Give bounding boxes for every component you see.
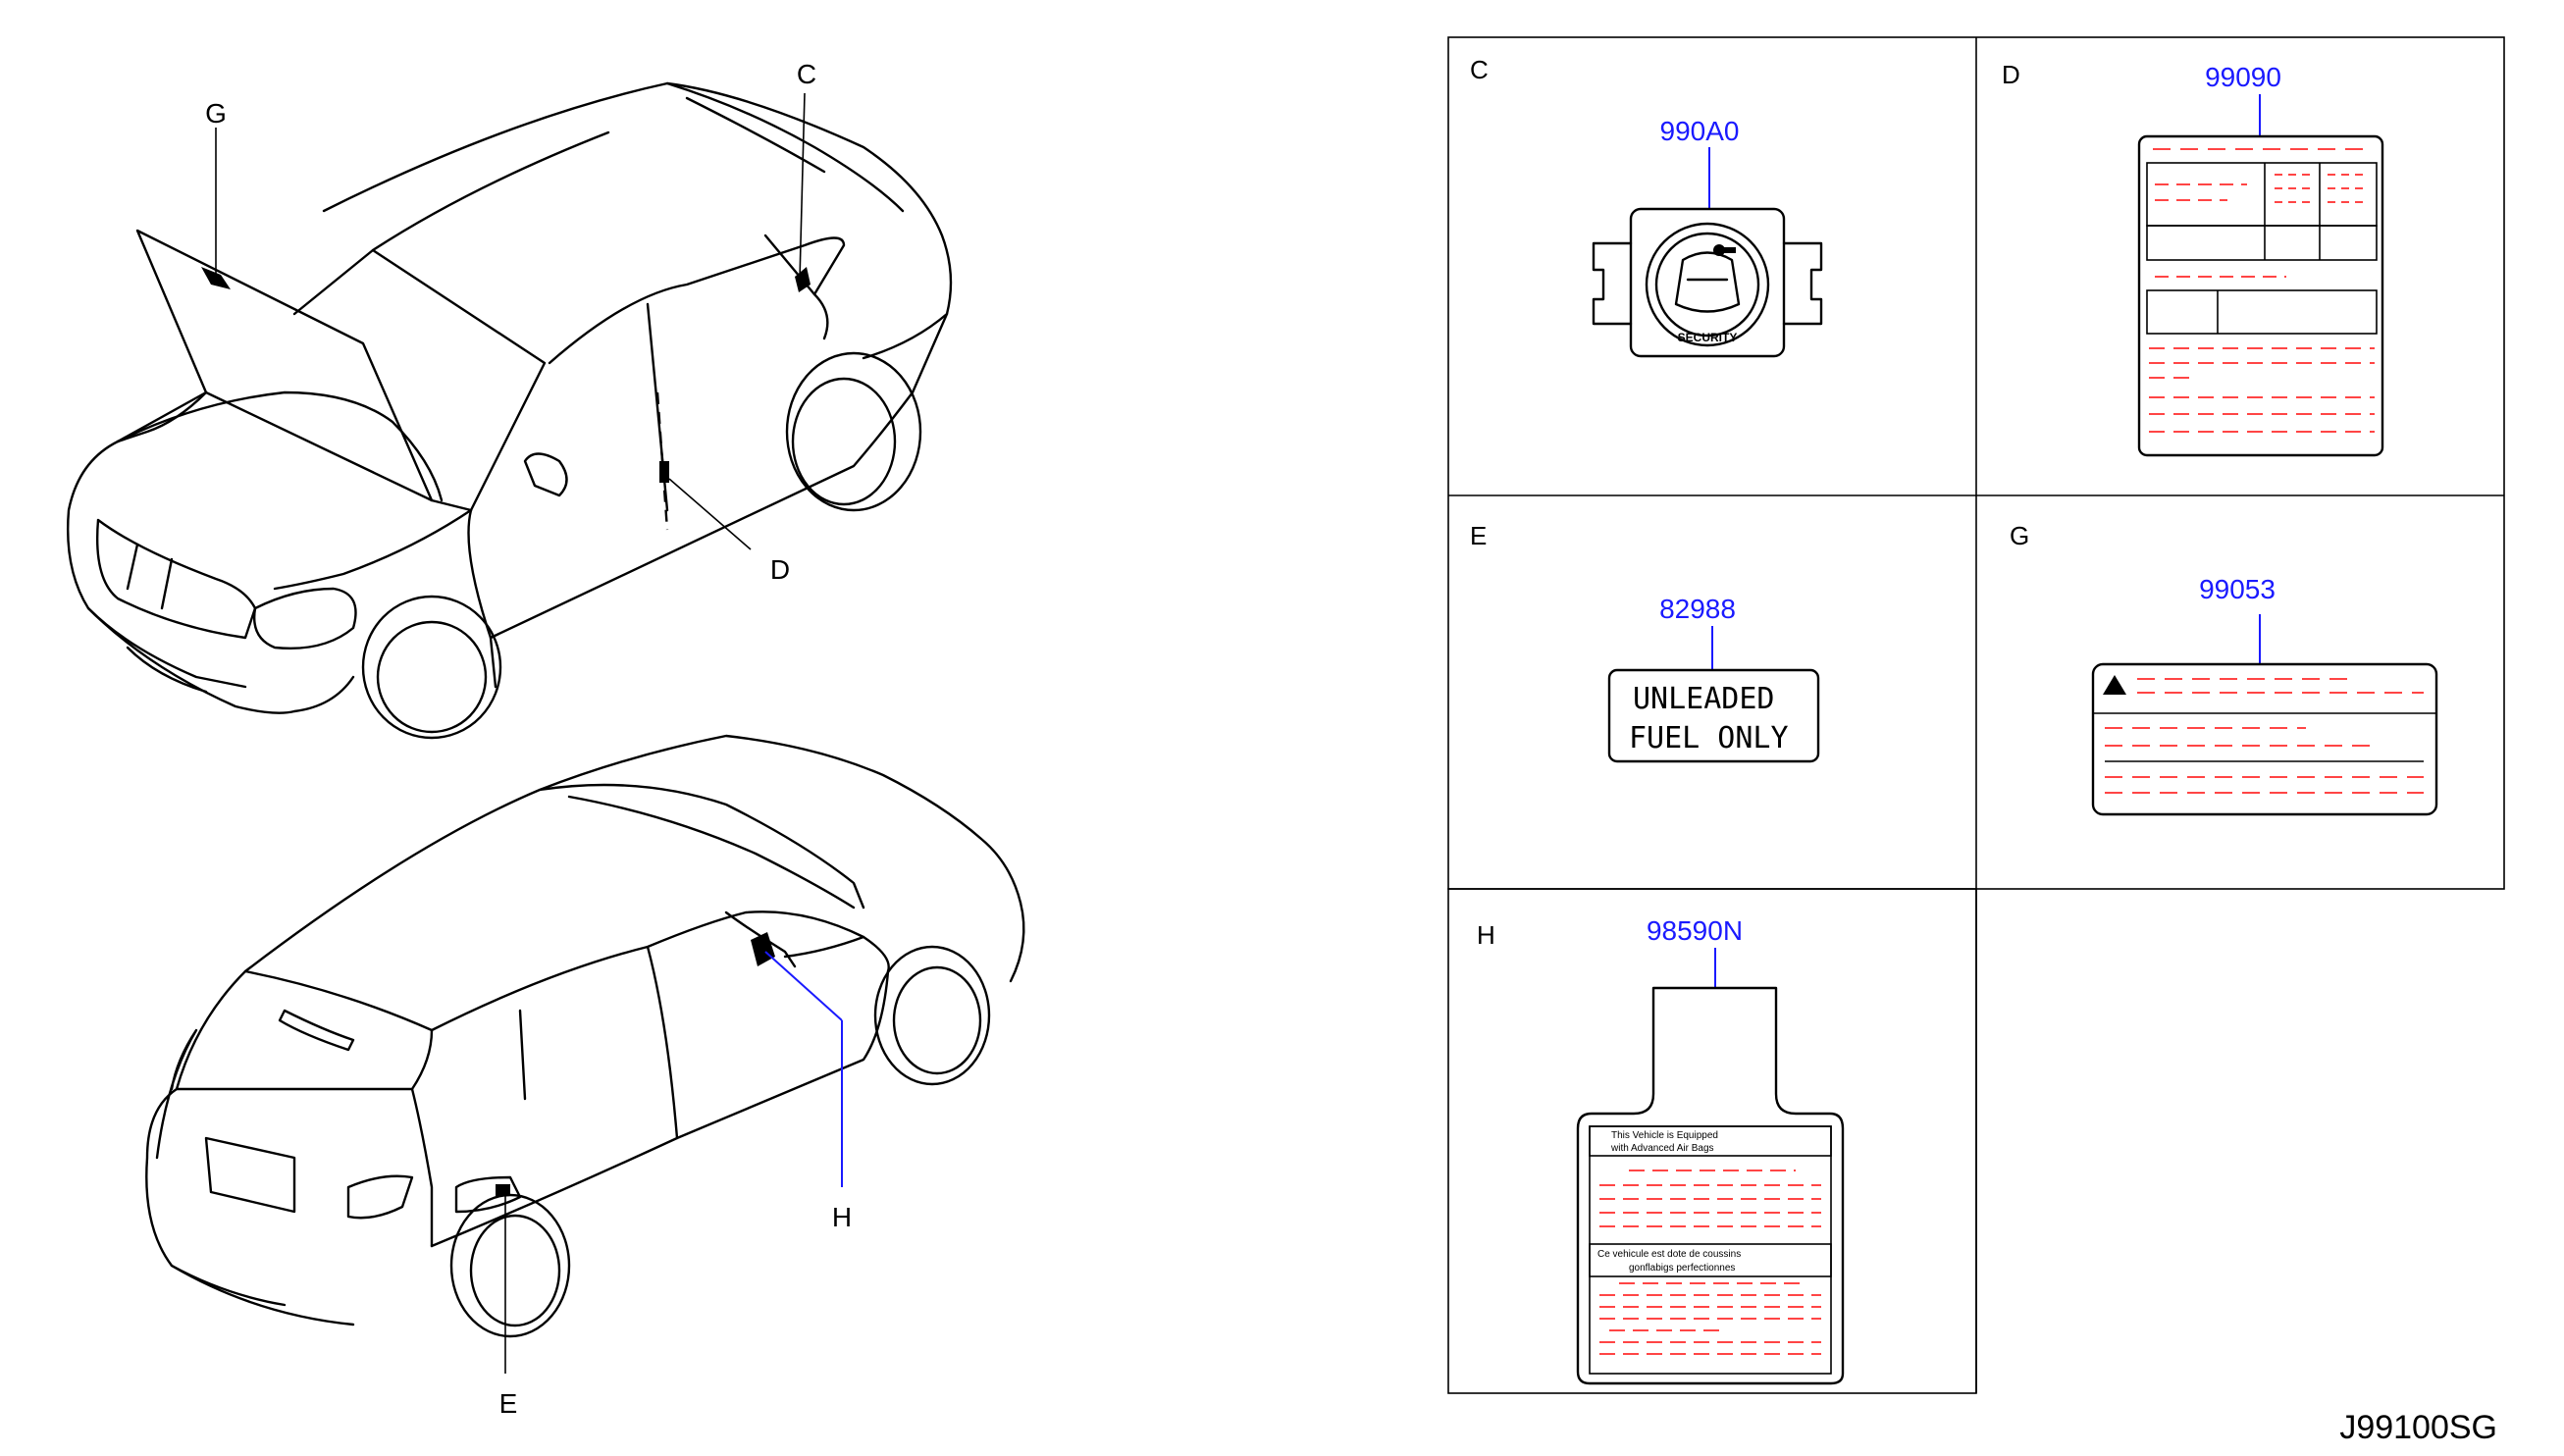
label-marker-e [496,1184,510,1196]
warning-triangle-icon [2103,675,2126,695]
panel-d-part-number: 99090 [2205,62,2281,92]
diagram-code: J99100SG [2339,1409,2497,1446]
panel-g: G 99053 [2010,521,2438,816]
label-marker-c [795,267,811,292]
fuel-label-line1: UNLEADED [1633,682,1775,716]
security-label: SECURITY [1592,207,1823,358]
label-marker-h [751,932,775,966]
panel-c: C 990A0 SECURITY [1470,55,1823,358]
airbag-en-line2: with Advanced Air Bags [1610,1143,1714,1154]
caution-label [2091,662,2438,816]
callout-g: G [205,98,227,129]
panel-g-letter: G [2010,521,2029,550]
panel-e-part-number: 82988 [1659,594,1736,624]
airbag-hang-tag: This Vehicle is Equipped with Advanced A… [1576,986,1845,1385]
callout-h: H [832,1202,852,1232]
fuel-label-line2: FUEL ONLY [1629,721,1789,755]
panel-e-letter: E [1470,521,1487,550]
panel-d: D 99090 [2002,60,2384,457]
airbag-fr-line1: Ce vehicule est dote de coussins [1597,1249,1741,1260]
panel-c-letter: C [1470,55,1489,84]
callout-c: C [797,59,816,89]
car-rear-view [145,734,1025,1338]
label-marker-d [659,461,669,483]
unleaded-fuel-label: UNLEADED FUEL ONLY [1607,668,1820,763]
callout-d: D [770,554,790,585]
tire-info-label [2137,134,2384,457]
airbag-fr-line2: gonflabigs perfectionnes [1629,1263,1735,1274]
panel-h-letter: H [1477,920,1495,950]
security-text: SECURITY [1678,331,1738,344]
label-panels-grid [1447,36,2505,1394]
panel-g-part-number: 99053 [2199,574,2276,604]
car-front-view [66,81,953,740]
panel-e: E 82988 UNLEADED FUEL ONLY [1470,521,1820,763]
panel-h-part-number: 98590N [1647,915,1743,946]
panel-c-part-number: 990A0 [1660,116,1740,146]
airbag-en-line1: This Vehicle is Equipped [1611,1130,1718,1141]
panel-d-letter: D [2002,60,2020,89]
callout-e: E [499,1388,518,1419]
panel-h: H 98590N This Vehicle is Equipped with A… [1477,915,1845,1385]
